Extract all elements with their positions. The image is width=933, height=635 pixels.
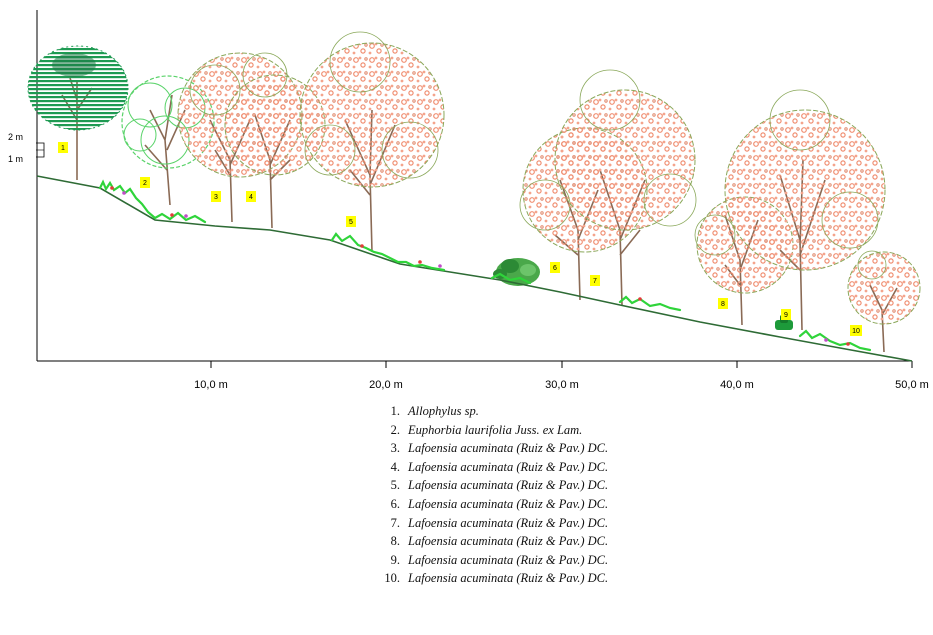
canopies [27,31,921,330]
terrain-profile-line [36,175,913,362]
shrub-6 [493,258,540,286]
undergrowth-flowers [110,186,850,346]
legend-item: 8.Lafoensia acuminata (Ruiz & Pav.) DC. [390,534,609,549]
tag-5: 5 [346,216,356,227]
svg-text:2: 2 [143,180,147,187]
svg-text:4: 4 [249,194,253,201]
svg-text:9: 9 [784,312,788,319]
axes: 10,0 m 20,0 m 30,0 m 40,0 m 50,0 m [36,10,929,391]
tree-5-canopy [299,31,445,188]
height-scale-marker: 2 m 1 m [8,132,45,164]
svg-text:5: 5 [349,219,353,226]
svg-text:8: 8 [721,301,725,308]
legend-item: 9.Lafoensia acuminata (Ruiz & Pav.) DC. [390,552,609,567]
scale-label-1m: 1 m [8,154,23,164]
tag-3: 3 [211,191,221,202]
legend-item: 2.Euphorbia laurifolia Juss. ex Lam. [390,422,583,437]
x-tick-label: 50,0 m [895,379,929,391]
tag-4: 4 [246,191,256,202]
svg-text:1: 1 [61,145,65,152]
x-tick-label: 40,0 m [720,379,754,391]
tag-7: 7 [590,275,600,286]
svg-text:10: 10 [852,328,860,335]
tag-6: 6 [550,262,560,273]
tree-7-canopy [519,69,697,253]
tree-8-canopy [694,89,886,294]
legend-item: 5.Lafoensia acuminata (Ruiz & Pav.) DC. [390,478,609,493]
undergrowth [98,179,872,352]
legend-item: 6.Lafoensia acuminata (Ruiz & Pav.) DC. [390,496,609,511]
x-tick-label: 30,0 m [545,379,579,391]
svg-text:7: 7 [593,278,597,285]
legend-item: 4.Lafoensia acuminata (Ruiz & Pav.) DC. [390,459,609,474]
legend-item: 10.Lafoensia acuminata (Ruiz & Pav.) DC. [384,571,609,586]
legend-item: 1.Allophylus sp. [390,404,479,418]
species-legend: 1.Allophylus sp. 2.Euphorbia laurifolia … [372,402,608,588]
svg-text:3: 3 [214,194,218,201]
x-tick-label: 20,0 m [369,379,403,391]
scale-label-2m: 2 m [8,132,23,142]
svg-text:6: 6 [553,265,557,272]
tag-2: 2 [140,177,150,188]
tree-1-canopy [27,45,129,131]
tag-8: 8 [718,298,728,309]
tag-1: 1 [58,142,68,153]
species-tags: 1 2 3 4 5 6 7 8 9 10 [58,142,862,336]
tree-3-4-canopy [177,52,326,178]
tag-9: 9 [781,309,791,320]
tag-10: 10 [850,325,862,336]
tree-10-canopy [847,250,921,325]
x-tick-label: 10,0 m [194,379,228,391]
legend-item: 7.Lafoensia acuminata (Ruiz & Pav.) DC. [390,515,609,530]
legend-item: 3.Lafoensia acuminata (Ruiz & Pav.) DC. [390,441,609,456]
